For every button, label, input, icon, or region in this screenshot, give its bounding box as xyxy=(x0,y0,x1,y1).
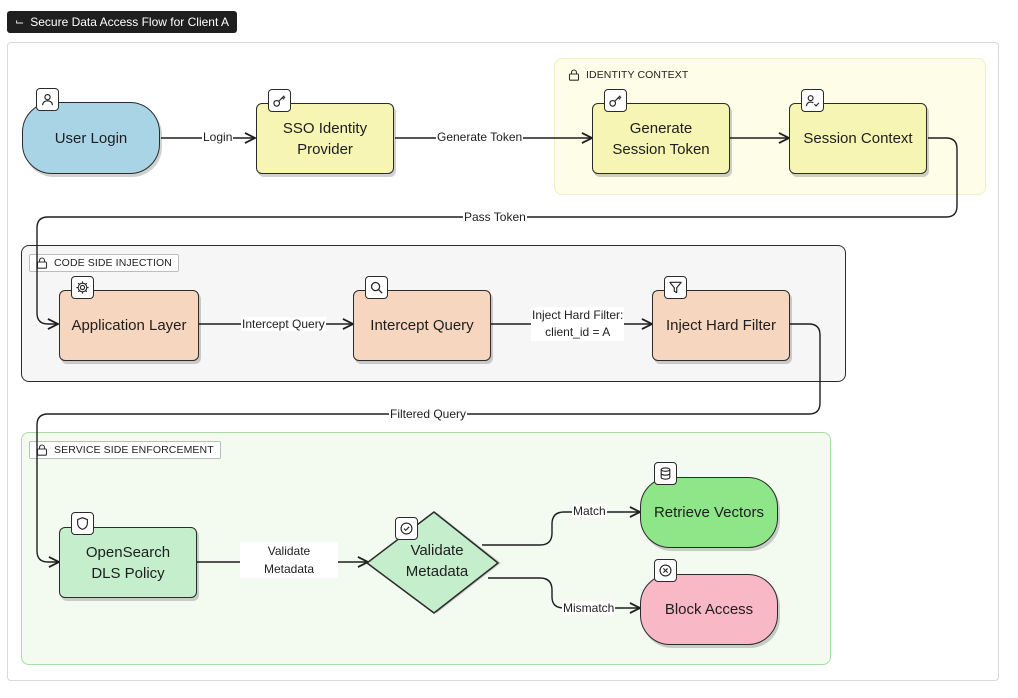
node-opensearch-dls-policy[interactable]: OpenSearch DLS Policy xyxy=(59,527,197,598)
node-validate-line1: Validate xyxy=(410,542,464,559)
key-icon xyxy=(268,89,291,112)
node-intercept-query-label: Intercept Query xyxy=(370,317,474,334)
node-block-access[interactable]: Block Access xyxy=(640,574,778,645)
node-user-login[interactable]: User Login xyxy=(22,102,160,174)
edge-label-validate-metadata: Validate Metadata xyxy=(240,542,338,578)
node-retrieve-vectors[interactable]: Retrieve Vectors xyxy=(640,477,778,548)
service-side-enforcement-label: SERVICE SIDE ENFORCEMENT xyxy=(54,444,214,456)
edge-label-pass-token: Pass Token xyxy=(463,210,527,224)
user-icon xyxy=(36,88,59,111)
node-validate-metadata-shape[interactable] xyxy=(362,508,506,616)
node-sso-line2: Provider xyxy=(297,140,353,158)
validate-edge-line2: Metadata xyxy=(263,562,315,576)
node-application-layer-label: Application Layer xyxy=(71,317,187,334)
inject-filter-line2: client_id = A xyxy=(545,325,611,339)
node-session-context[interactable]: Session Context xyxy=(789,103,927,174)
edge-label-mismatch: Mismatch xyxy=(562,601,616,615)
node-retrieve-vectors-label: Retrieve Vectors xyxy=(653,504,765,521)
search-icon xyxy=(365,276,388,299)
node-dls-line2: DLS Policy xyxy=(91,564,165,582)
node-sso-line1: SSO Identity xyxy=(282,119,368,137)
database-icon xyxy=(654,462,677,485)
canvas-frame xyxy=(7,42,999,681)
flow-icon: ⌙ xyxy=(15,16,25,28)
node-dls-line1: OpenSearch xyxy=(85,543,171,561)
node-application-layer[interactable]: Application Layer xyxy=(59,290,199,361)
identity-context-label: IDENTITY CONTEXT xyxy=(586,69,689,81)
node-block-access-label: Block Access xyxy=(664,601,754,618)
inject-filter-line1: Inject Hard Filter: xyxy=(532,308,624,322)
shield-icon xyxy=(71,512,94,535)
node-sso-identity-provider[interactable]: SSO Identity Provider xyxy=(256,103,394,174)
edge-mismatch xyxy=(488,577,640,608)
edge-label-inject-filter: Inject Hard Filter: client_id = A xyxy=(531,307,625,341)
node-intercept-query[interactable]: Intercept Query xyxy=(353,290,491,361)
edge-label-match: Match xyxy=(572,504,607,518)
service-side-enforcement-label-wrap: SERVICE SIDE ENFORCEMENT xyxy=(29,441,221,459)
node-gen-line1: Generate xyxy=(629,119,693,137)
filter-icon xyxy=(664,276,687,299)
edge-label-intercept-query: Intercept Query xyxy=(241,317,326,331)
node-inject-hard-filter-label: Inject Hard Filter xyxy=(665,317,777,334)
code-side-injection-label-wrap: CODE SIDE INJECTION xyxy=(29,254,179,272)
gear-icon xyxy=(71,276,94,299)
edge-label-login: Login xyxy=(202,130,234,144)
edge-label-generate-token: Generate Token xyxy=(436,130,524,144)
node-session-context-label: Session Context xyxy=(803,130,913,147)
diagram-title: Secure Data Access Flow for Client A xyxy=(30,15,229,29)
validate-edge-line1: Validate xyxy=(267,544,311,558)
node-generate-session-token[interactable]: Generate Session Token xyxy=(592,103,730,174)
code-side-injection-label: CODE SIDE INJECTION xyxy=(54,257,172,269)
lock-icon xyxy=(568,69,580,81)
check-circle-icon xyxy=(395,517,418,540)
node-gen-line2: Session Token xyxy=(612,140,710,158)
diagram-title-bar: ⌙ Secure Data Access Flow for Client A xyxy=(7,11,237,33)
node-user-login-label: User Login xyxy=(54,129,128,147)
node-inject-hard-filter[interactable]: Inject Hard Filter xyxy=(652,290,790,361)
x-circle-icon xyxy=(654,559,677,582)
edge-label-filtered-query: Filtered Query xyxy=(389,407,468,421)
edge-match xyxy=(482,512,640,546)
identity-context-label-wrap: IDENTITY CONTEXT xyxy=(568,69,688,81)
key-icon xyxy=(604,89,627,112)
node-validate-line2: Metadata xyxy=(405,563,469,580)
user-check-icon xyxy=(801,89,824,112)
node-validate-metadata: Validate Metadata xyxy=(384,540,490,582)
